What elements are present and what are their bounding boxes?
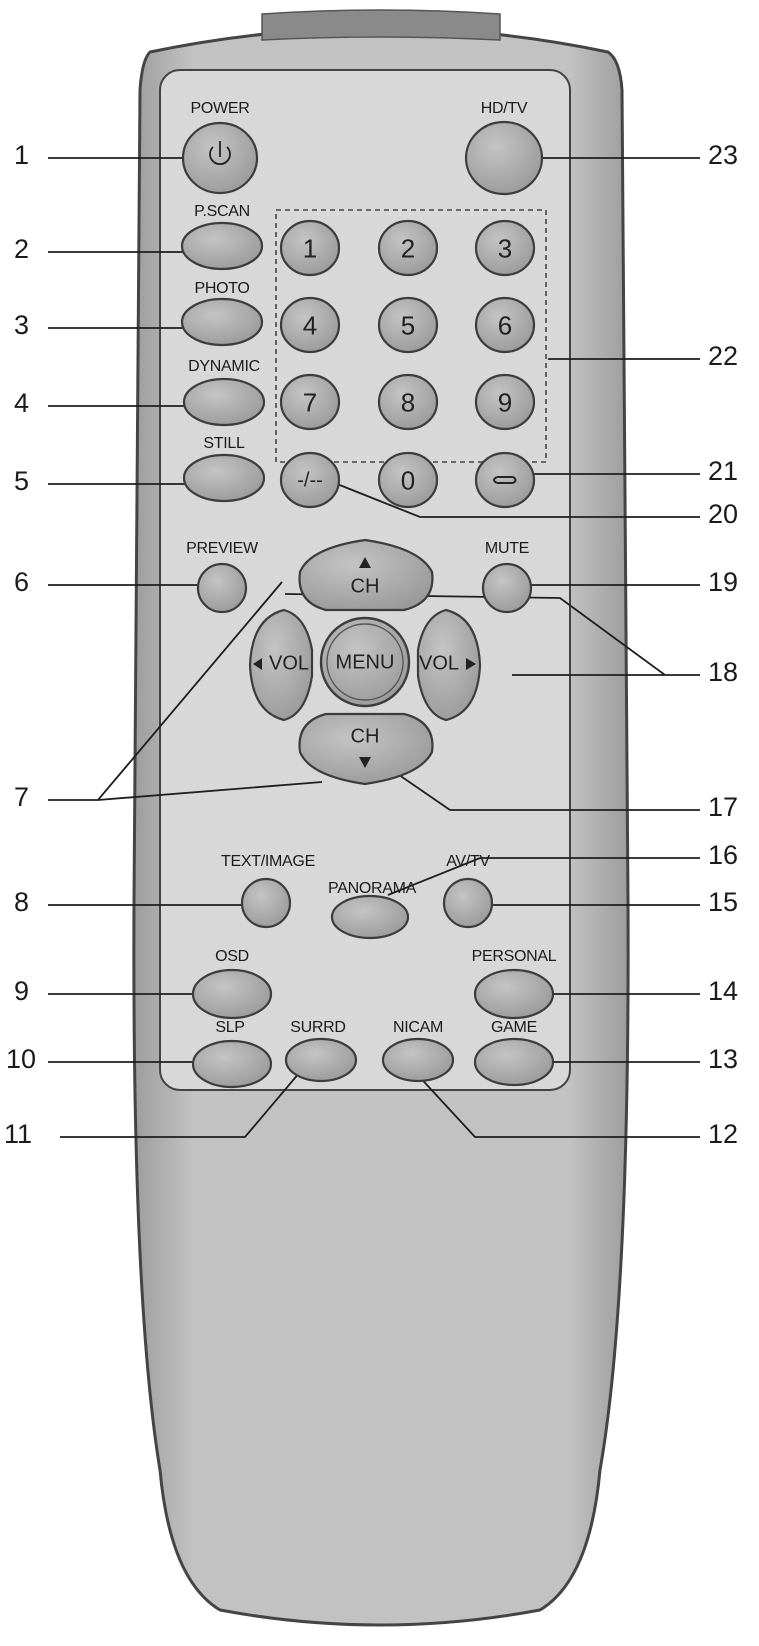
avtv-button[interactable] xyxy=(442,877,494,929)
callout-7: 7 xyxy=(14,782,30,812)
digit-6-key[interactable] xyxy=(474,296,536,354)
hdtv-button[interactable] xyxy=(464,120,544,196)
callout-4: 4 xyxy=(14,388,30,418)
menu-button-ring xyxy=(326,623,404,701)
nicam-button[interactable] xyxy=(381,1037,455,1083)
nicam-caption: NICAM xyxy=(392,1019,444,1036)
callout-14: 14 xyxy=(708,976,739,1006)
callout-11: 11 xyxy=(4,1119,33,1149)
pscan-caption: P.SCAN xyxy=(194,203,250,220)
callout-18: 18 xyxy=(708,657,739,687)
text-image-caption: TEXT/IMAGE xyxy=(221,853,315,870)
surrd-caption: SURRD xyxy=(290,1019,346,1036)
still-caption: STILL xyxy=(203,435,245,452)
panorama-button[interactable] xyxy=(330,894,410,940)
digit-1-key[interactable] xyxy=(279,219,341,277)
callout-1: 1 xyxy=(14,140,30,170)
digit-2-key[interactable] xyxy=(377,219,439,277)
callout-6: 6 xyxy=(14,567,30,597)
dynamic-button[interactable] xyxy=(182,377,266,427)
dash-key[interactable] xyxy=(279,451,341,509)
callout-22: 22 xyxy=(708,341,739,371)
callout-8: 8 xyxy=(14,887,30,917)
osd-caption: OSD xyxy=(215,948,249,965)
photo-button[interactable] xyxy=(180,297,264,347)
callout-21: 21 xyxy=(708,456,739,486)
ch-up-button[interactable] xyxy=(298,538,434,612)
callout-17: 17 xyxy=(708,792,739,822)
vol-right-arrow-icon xyxy=(466,658,476,670)
surrd-button[interactable] xyxy=(284,1037,358,1083)
leader-12 xyxy=(414,1071,700,1138)
callout-16: 16 xyxy=(708,840,739,870)
game-button[interactable] xyxy=(473,1037,555,1087)
slp-button[interactable] xyxy=(191,1039,273,1089)
ch-down-arrow-icon xyxy=(359,757,371,768)
callout-19: 19 xyxy=(708,567,739,597)
callout-9: 9 xyxy=(14,976,30,1006)
callout-20: 20 xyxy=(708,499,739,529)
text-image-button[interactable] xyxy=(240,877,292,929)
game-caption: GAME xyxy=(491,1019,537,1036)
pscan-button[interactable] xyxy=(180,221,264,271)
digit-5-key[interactable] xyxy=(377,296,439,354)
callout-10: 10 xyxy=(6,1044,37,1074)
leader-lines xyxy=(48,157,700,1138)
recall-icon xyxy=(493,476,517,484)
power-button[interactable] xyxy=(181,121,259,195)
preview-button[interactable] xyxy=(196,562,248,614)
callout-23: 23 xyxy=(708,140,739,170)
ch-up-arrow-icon xyxy=(359,557,371,568)
hdtv-caption: HD/TV xyxy=(480,100,528,117)
digit-0-key[interactable] xyxy=(377,451,439,509)
callout-2: 2 xyxy=(14,234,30,264)
ch-down-button[interactable] xyxy=(298,712,434,786)
recall-key[interactable] xyxy=(474,451,536,509)
callout-13: 13 xyxy=(708,1044,739,1074)
callout-5: 5 xyxy=(14,466,30,496)
leader-7 xyxy=(48,581,323,801)
callout-15: 15 xyxy=(708,887,739,917)
leader-16 xyxy=(387,857,700,896)
digit-7-key[interactable] xyxy=(279,373,341,431)
personal-button[interactable] xyxy=(473,968,555,1020)
power-caption: POWER xyxy=(190,100,250,117)
callout-12: 12 xyxy=(708,1119,739,1149)
vol-left-arrow-icon xyxy=(253,658,262,670)
vol-right-button[interactable] xyxy=(416,608,482,722)
osd-button[interactable] xyxy=(191,968,273,1020)
slp-caption: SLP xyxy=(215,1019,245,1036)
vol-left-button[interactable] xyxy=(248,608,314,722)
photo-caption: PHOTO xyxy=(194,280,250,297)
digit-8-key[interactable] xyxy=(377,373,439,431)
digit-3-key[interactable] xyxy=(474,219,536,277)
mute-caption: MUTE xyxy=(484,540,530,557)
avtv-caption: AV/TV xyxy=(446,853,490,870)
menu-button[interactable] xyxy=(319,616,411,708)
power-icon xyxy=(209,141,231,166)
ir-window xyxy=(261,9,501,41)
still-button[interactable] xyxy=(182,453,266,503)
leader-20 xyxy=(311,473,700,518)
personal-caption: PERSONAL xyxy=(471,948,557,965)
leader-11 xyxy=(60,1071,301,1138)
panorama-caption: PANORAMA xyxy=(328,880,416,897)
preview-caption: PREVIEW xyxy=(186,540,258,557)
dynamic-caption: DYNAMIC xyxy=(188,358,260,375)
mute-button[interactable] xyxy=(481,562,533,614)
callout-3: 3 xyxy=(14,310,30,340)
digit-4-key[interactable] xyxy=(279,296,341,354)
digit-9-key[interactable] xyxy=(474,373,536,431)
